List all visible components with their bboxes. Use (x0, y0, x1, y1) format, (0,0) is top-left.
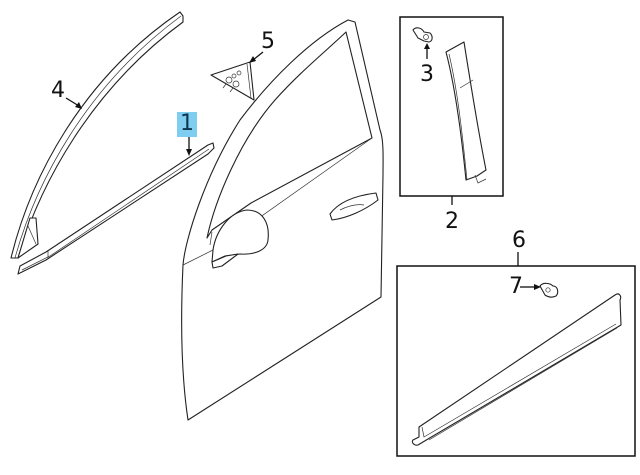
part-1-belt-molding[interactable] (17, 142, 215, 275)
front-door (181, 19, 384, 421)
part-7-clip[interactable] (539, 282, 559, 298)
callout-7[interactable]: 7 (509, 274, 523, 299)
part-2-box (399, 16, 504, 197)
callout-5[interactable]: 5 (261, 29, 275, 54)
part-6-box (396, 265, 636, 457)
callout-4[interactable]: 4 (51, 78, 65, 103)
part-4-frame-molding[interactable] (10, 11, 184, 259)
callout-1[interactable]: 1 (177, 112, 197, 137)
part-2-pillar-garnish[interactable] (445, 41, 487, 184)
part-6-side-molding[interactable] (411, 293, 622, 446)
part-5-corner-cover[interactable] (210, 61, 255, 101)
callout-3[interactable]: 3 (420, 62, 434, 87)
leader-4 (65, 97, 80, 107)
callout-2[interactable]: 2 (445, 209, 459, 234)
part-3-clip[interactable] (412, 27, 433, 43)
leader-5 (252, 51, 264, 61)
callout-6[interactable]: 6 (512, 228, 526, 253)
